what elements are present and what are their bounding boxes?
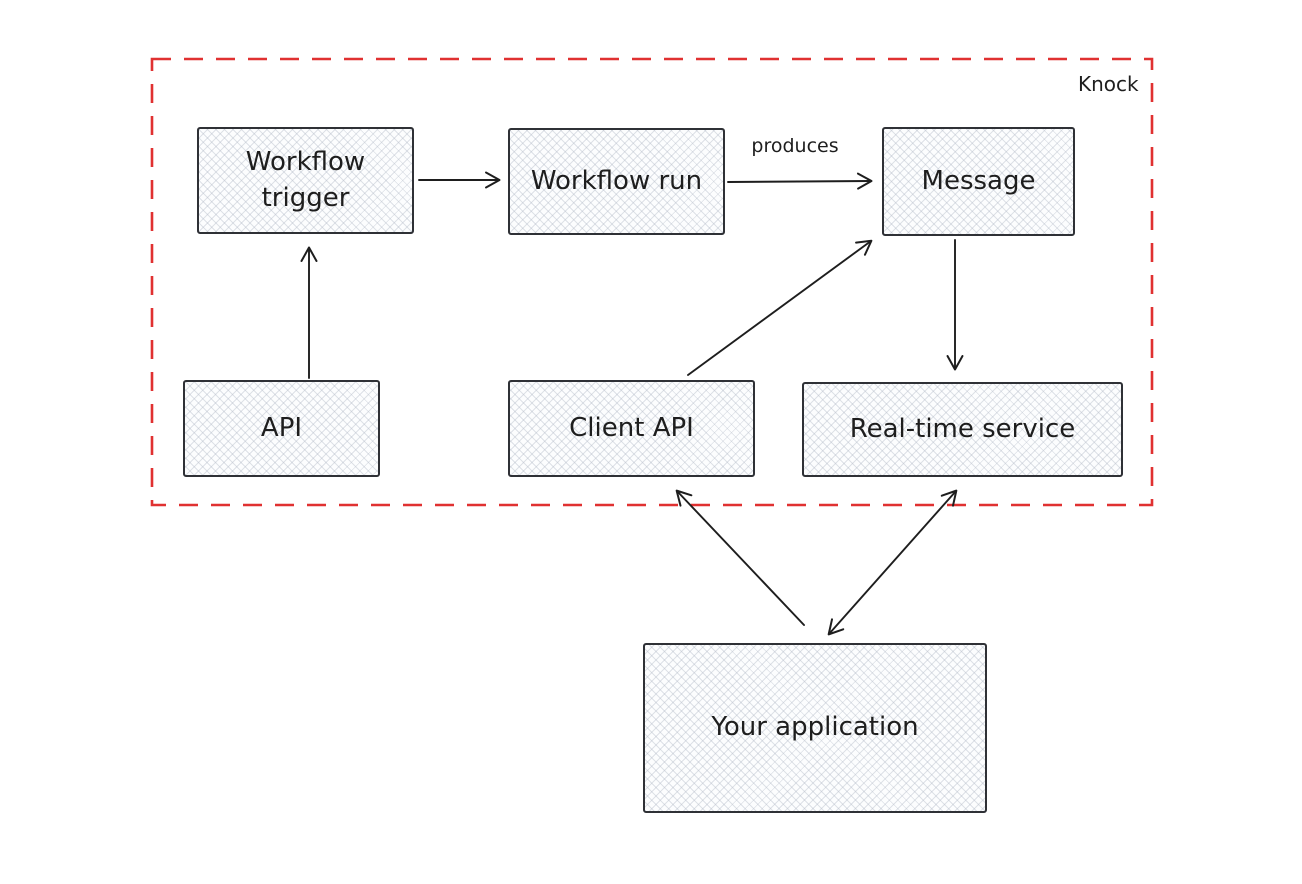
- knock-region-label: Knock: [1078, 72, 1139, 96]
- node-label: Real-time service: [849, 413, 1076, 444]
- node-real-time-service: Real-time service: [802, 382, 1123, 477]
- node-your-application: Your application: [643, 643, 987, 813]
- node-label: Your application: [711, 712, 919, 743]
- node-label: Workflow trigger: [245, 147, 366, 213]
- node-client-api: Client API: [508, 380, 755, 477]
- edge-run-to-message: [727, 172, 873, 190]
- node-api: API: [183, 380, 380, 477]
- edge-yourapp-to-clientapi: [675, 489, 805, 626]
- edge-label-produces: produces: [751, 135, 839, 157]
- node-label: Client API: [569, 412, 694, 443]
- edge-yourapp-to-realtime: [827, 489, 958, 636]
- node-label: Workflow run: [530, 165, 703, 196]
- node-workflow-run: Workflow run: [508, 128, 725, 235]
- node-workflow-trigger: Workflow trigger: [197, 127, 414, 234]
- node-message: Message: [882, 127, 1075, 236]
- edge-clientapi-to-message: [687, 239, 873, 376]
- knock-region-border: [150, 57, 1154, 507]
- node-label: Message: [921, 165, 1036, 196]
- node-label: API: [260, 412, 303, 443]
